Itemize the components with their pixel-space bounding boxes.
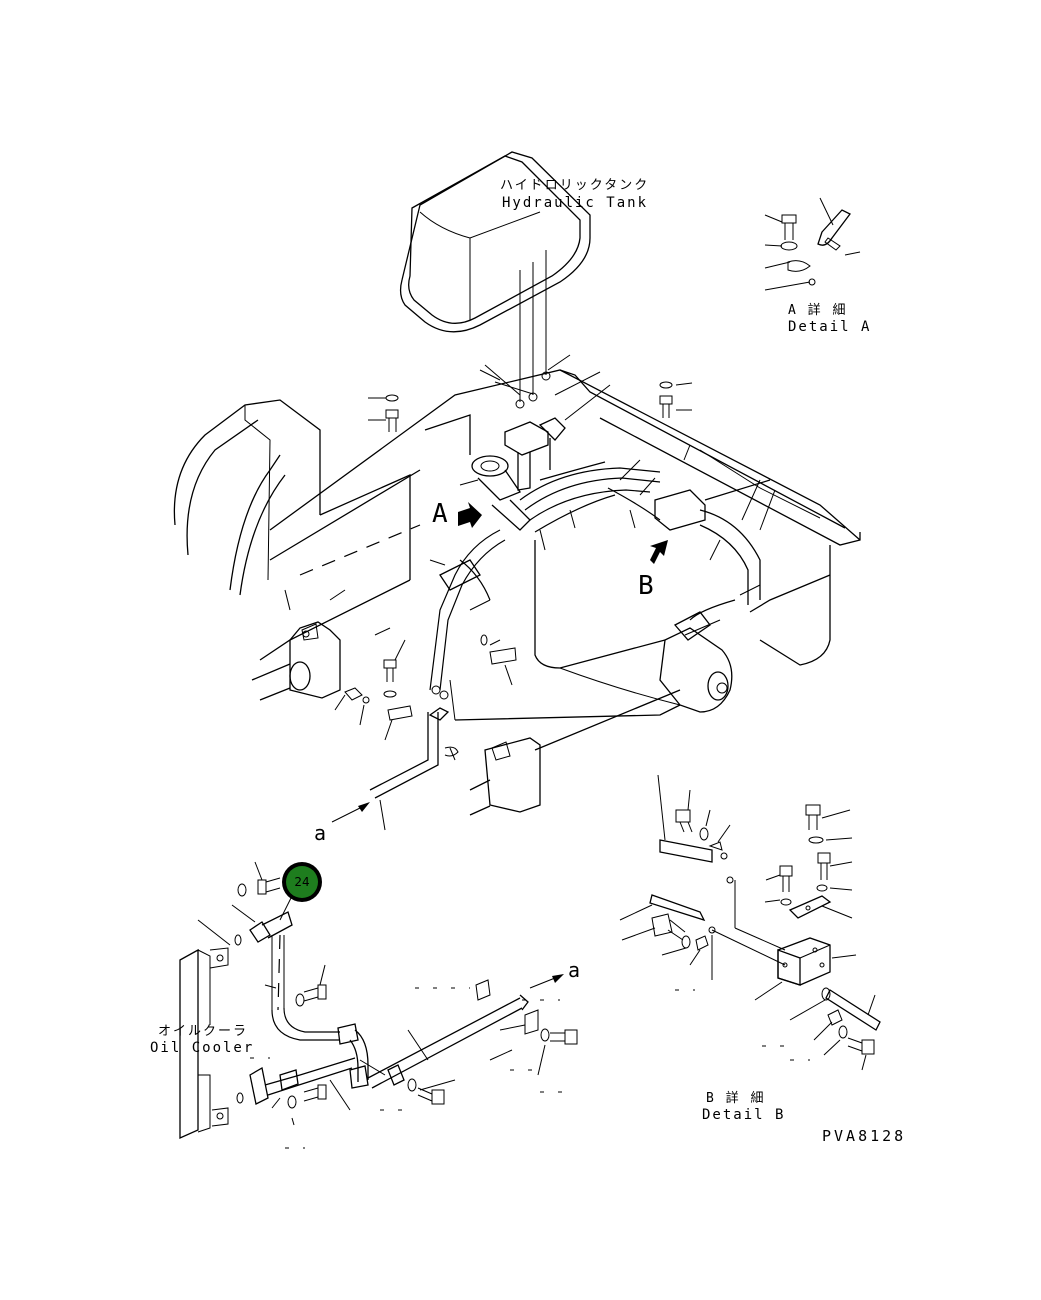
hydraulic-tank	[399, 151, 591, 409]
detail-a-label-en: Detail A	[788, 319, 871, 335]
leader-lines-oil-cooler	[231, 861, 570, 1149]
drawing-code: PVA8128	[822, 1127, 906, 1145]
leader-lines-main	[284, 369, 776, 831]
view-label-a: A	[432, 499, 448, 529]
hydraulic-tank-label-en: Hydraulic Tank	[502, 195, 648, 211]
view-arrow-b	[650, 540, 668, 564]
oil-cooler-label-en: Oil Cooler	[150, 1040, 254, 1056]
main-view-fasteners	[344, 381, 673, 721]
detail-a-parts	[764, 197, 861, 291]
callout-number: 24	[294, 875, 309, 889]
arrow-to-a-right	[529, 974, 564, 989]
hydraulic-tank-label-jp: ハイドロリックタンク	[500, 178, 649, 193]
leader-lines-detail-b	[619, 774, 876, 1071]
callout-badge	[286, 866, 318, 898]
oil-cooler-label-jp: オイルクーラ	[158, 1024, 248, 1039]
detail-b-parts	[649, 804, 881, 1055]
detail-a-label-jp: A 詳 細	[788, 302, 847, 318]
detail-b-label-jp: B 詳 細	[706, 1090, 765, 1106]
machine-frame	[173, 369, 861, 816]
oil-cooler	[179, 919, 231, 1140]
hose-routing	[369, 417, 771, 799]
view-arrow-a	[458, 502, 482, 528]
view-label-b: B	[638, 571, 654, 601]
callout-24[interactable]: 24	[279, 862, 322, 921]
oil-cooler-hoses	[234, 877, 578, 1109]
detail-b-label-en: Detail B	[702, 1107, 785, 1123]
arrow-to-a-lower	[331, 802, 370, 823]
arrow-label-a-right: a	[568, 958, 580, 982]
arrow-label-a-lower: a	[314, 821, 326, 845]
